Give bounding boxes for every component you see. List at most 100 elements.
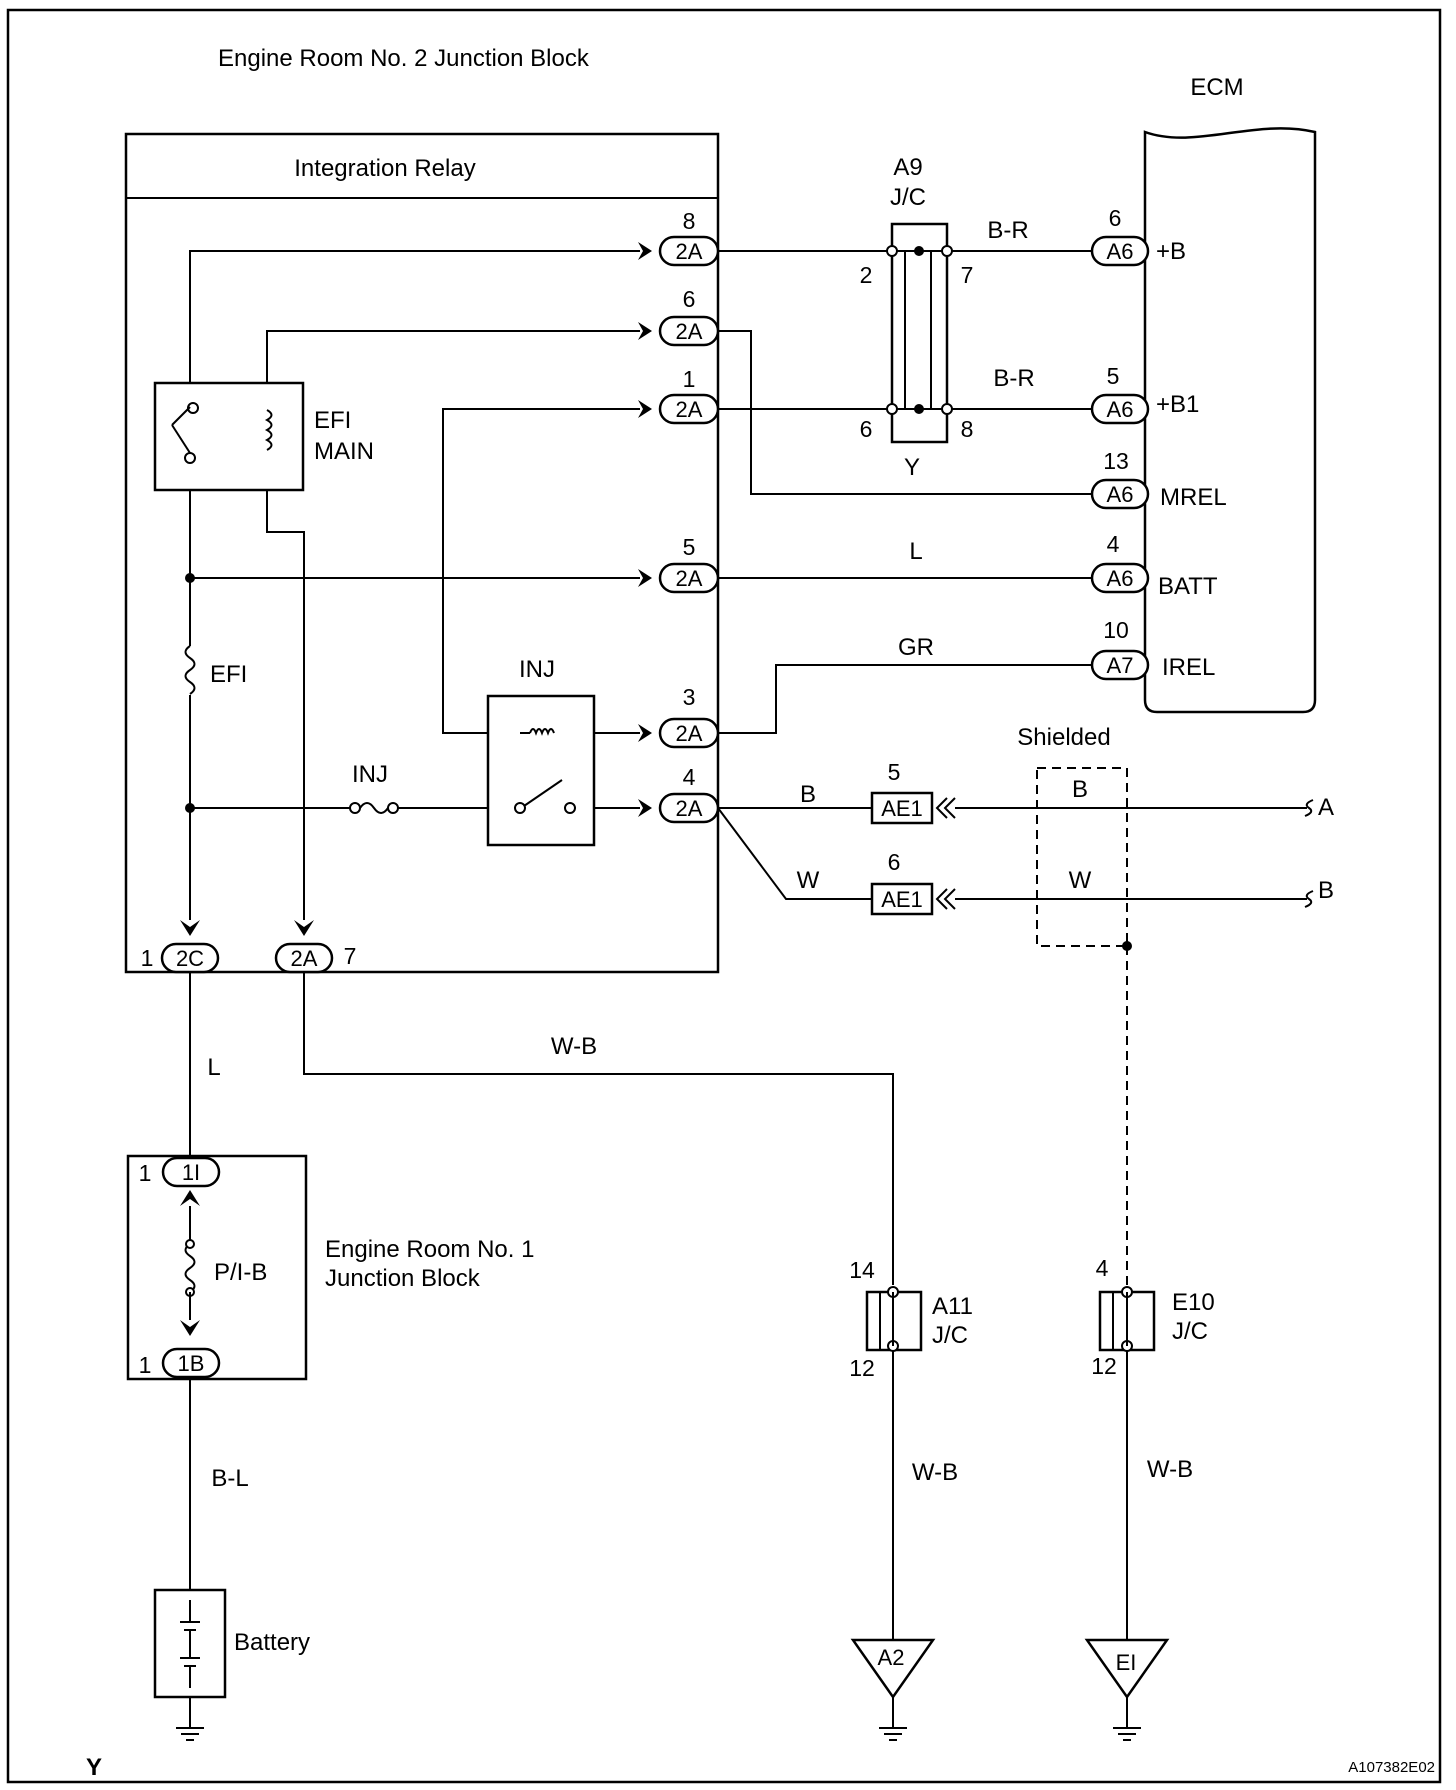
junction-block-1-title-line1: Engine Room No. 1: [325, 1236, 534, 1263]
connector-2a-pin8: 2A: [638, 235, 720, 267]
pin-label: 8: [683, 208, 696, 234]
pin-label: 8: [961, 416, 974, 442]
ecm-terminal-label: +B1: [1156, 391, 1199, 418]
wire-color-label: B-R: [987, 217, 1028, 244]
connector-2a-pin3: 2A: [638, 717, 720, 749]
pin-label: 6: [1109, 205, 1122, 231]
efi-fuse-icon: [184, 645, 196, 695]
efi-main-label-2: MAIN: [314, 438, 374, 465]
pin-label: 14: [849, 1257, 875, 1283]
svg-text:A6: A6: [1107, 239, 1134, 264]
connector-2a-pin4: 2A: [638, 792, 720, 824]
ground-point-a2: A2: [850, 1638, 936, 1741]
pib-label: P/I-B: [214, 1259, 267, 1286]
ecm-connector-a6-pin6: A6: [1090, 235, 1150, 267]
pin-label: 13: [1103, 448, 1129, 474]
svg-text:AE1: AE1: [881, 796, 923, 821]
svg-text:A6: A6: [1107, 482, 1134, 507]
a11-label-1: A11: [932, 1293, 973, 1320]
pin-label: 7: [961, 262, 974, 288]
wire-color-label: L: [207, 1054, 220, 1081]
pin-label: 7: [344, 943, 357, 969]
a11-junction-connector: [865, 1286, 923, 1352]
svg-text:2A: 2A: [676, 566, 703, 591]
ecm-terminal-label: +B: [1156, 238, 1186, 265]
a9-label-1: A9: [893, 154, 922, 181]
inj-relay-label: INJ: [519, 656, 555, 683]
svg-text:EI: EI: [1116, 1650, 1137, 1675]
off-page-b: B: [1318, 877, 1334, 904]
coil-icon: [264, 409, 273, 451]
svg-text:2A: 2A: [676, 721, 703, 746]
pin-label: 1: [141, 945, 154, 971]
ground-point-ei: EI: [1084, 1638, 1170, 1741]
ecm-terminal-label: MREL: [1160, 484, 1227, 511]
pin-label: 5: [1107, 363, 1120, 389]
svg-text:AE1: AE1: [881, 887, 923, 912]
wire-color-label: L: [909, 538, 922, 565]
e10-junction-connector: [1098, 1286, 1156, 1352]
wire-color-label: W-B: [551, 1033, 597, 1060]
svg-text:A6: A6: [1107, 397, 1134, 422]
wire-color-label: W: [797, 867, 820, 894]
pin-label: 5: [888, 759, 901, 785]
ae1-connector-pin6: AE1: [870, 882, 956, 916]
svg-text:2A: 2A: [676, 796, 703, 821]
wire-color-label: W: [1069, 867, 1092, 894]
pin-label: 1: [139, 1352, 152, 1378]
pin-label: 4: [1096, 1255, 1109, 1281]
svg-text:1B: 1B: [178, 1351, 205, 1376]
ecm-terminal-label: BATT: [1158, 573, 1218, 600]
pin-label: 6: [888, 849, 901, 875]
pin-label: 2: [860, 262, 873, 288]
ecm-terminal-label: IREL: [1162, 654, 1215, 681]
efi-main-relay: [153, 381, 305, 492]
wire-color-label: B-R: [993, 365, 1034, 392]
connector-2a-pin7: 2A: [274, 920, 334, 974]
svg-text:A6: A6: [1107, 566, 1134, 591]
wire-color-label: W-B: [912, 1459, 958, 1486]
pin-label: 12: [1091, 1353, 1117, 1379]
svg-text:A2: A2: [878, 1645, 905, 1670]
ae1-connector-pin5: AE1: [870, 791, 956, 825]
battery-icon: [153, 1588, 227, 1699]
ground-icon: [176, 1697, 204, 1741]
wire-color-label: B: [800, 781, 816, 808]
svg-text:2C: 2C: [176, 946, 204, 971]
pin-label: 1: [683, 366, 696, 392]
connector-2a-pin1: 2A: [638, 393, 720, 425]
pin-label: 5: [683, 534, 696, 560]
a9-junction-connector: [886, 222, 953, 444]
e10-label-1: E10: [1172, 1289, 1215, 1316]
figure-border: [6, 8, 1442, 1784]
connector-2a-pin5: 2A: [638, 562, 720, 594]
svg-text:1I: 1I: [182, 1160, 200, 1185]
wire-color-label: B: [1072, 776, 1088, 803]
pin-label: 6: [683, 286, 696, 312]
lower-wiring: [189, 972, 894, 1285]
pin-label: 1: [139, 1160, 152, 1186]
pin-label: 3: [683, 684, 696, 710]
a11-label-2: J/C: [932, 1322, 968, 1349]
svg-text:2A: 2A: [676, 319, 703, 344]
a9-label-2: J/C: [890, 184, 926, 211]
inj-fuse-icon: [349, 802, 399, 814]
corner-letter: Y: [86, 1754, 102, 1781]
integration-relay-box: [124, 132, 720, 974]
ecm-connector-a7-pin10: A7: [1090, 649, 1150, 681]
integration-relay-title: Integration Relay: [294, 155, 475, 182]
off-page-a: A: [1318, 794, 1334, 821]
pin-label: 4: [683, 764, 696, 790]
inj-fuse-label: INJ: [352, 761, 388, 788]
svg-text:A7: A7: [1107, 653, 1134, 678]
ecm-connector-a6-pin13: A6: [1090, 478, 1150, 510]
wire-color-label: B-L: [211, 1465, 248, 1492]
junction-dot: [185, 803, 195, 813]
main-wiring: [717, 250, 1092, 900]
e10-label-2: J/C: [1172, 1318, 1208, 1345]
shielded-label: Shielded: [1017, 724, 1110, 751]
wire-color-label: W-B: [1147, 1456, 1193, 1483]
figure-code: A107382E02: [1348, 1759, 1435, 1776]
junction-block-1: 1I 1B: [126, 1154, 308, 1381]
